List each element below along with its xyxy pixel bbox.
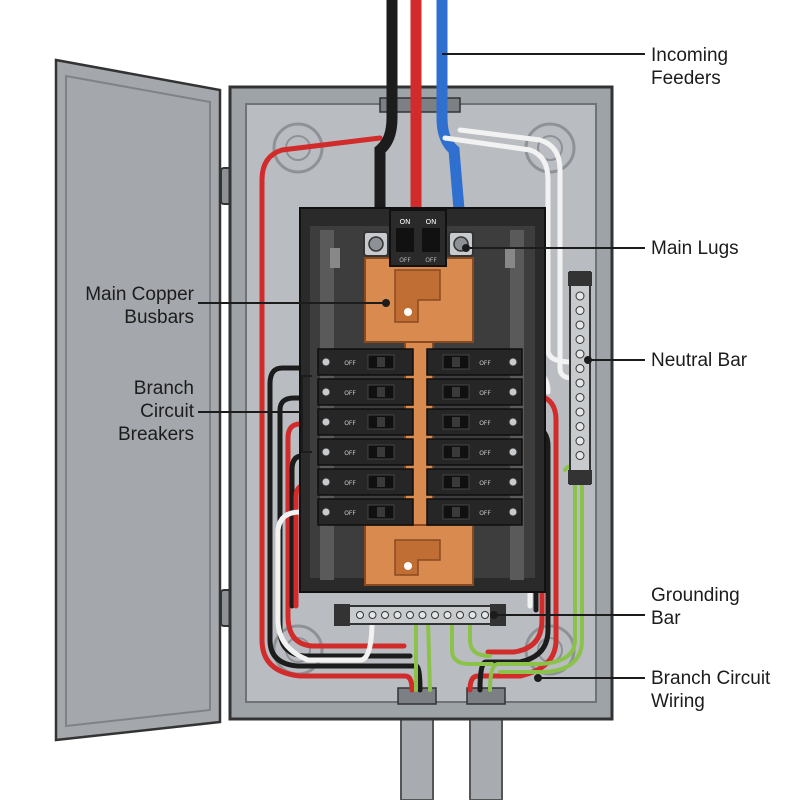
leader-lines (198, 53, 645, 682)
grounding-bar-screw (431, 611, 439, 619)
label-grounding-bar-line-1: Grounding (651, 585, 740, 606)
label-branch-circuit-breakers-line-1: Branch (133, 378, 194, 399)
main-breaker: ON ON OFF OFF (389, 209, 447, 267)
main-breaker-on-label-left: ON (400, 218, 411, 226)
neutral-bar-screw (575, 378, 585, 388)
neutral-bar-screw (575, 291, 585, 301)
label-main-lugs: Main Lugs (651, 237, 739, 260)
grounding-bar-screw (356, 611, 364, 619)
label-main-copper-busbars: Main Copper Busbars (60, 283, 194, 329)
label-grounding-bar-line-2: Bar (651, 608, 681, 629)
label-main-copper-busbars-line-2: Busbars (124, 307, 194, 328)
branch-breaker[interactable]: OFF (317, 498, 414, 526)
grounding-bar (334, 604, 506, 626)
neutral-bar-screw (575, 320, 585, 330)
branch-breaker[interactable]: OFF (426, 408, 523, 436)
branch-breaker[interactable]: OFF (317, 408, 414, 436)
branch-breakers-bracket (301, 375, 312, 453)
branch-breaker-off-label: OFF (479, 390, 491, 397)
branch-breaker-off-label: OFF (344, 480, 356, 487)
label-main-lugs-line-1: Main Lugs (651, 238, 739, 259)
branch-breaker[interactable]: OFF (426, 468, 523, 496)
main-breaker-on-label-right: ON (426, 218, 437, 226)
branch-breaker[interactable]: OFF (426, 378, 523, 406)
neutral-bar-screw (575, 393, 585, 402)
branch-breaker-off-label: OFF (344, 510, 356, 517)
label-branch-circuit-breakers: Branch Circuit Breakers (80, 377, 194, 446)
branch-breaker-off-label: OFF (344, 450, 356, 457)
main-breaker-off-label-left: OFF (399, 257, 411, 264)
grounding-bar-screw (456, 611, 464, 619)
neutral-bar-screw (575, 335, 585, 344)
branch-breaker[interactable]: OFF (317, 378, 414, 406)
branch-breaker-off-label: OFF (479, 510, 491, 517)
branch-breaker-off-label: OFF (479, 450, 491, 457)
label-branch-circuit-breakers-line-2: Circuit (140, 401, 194, 422)
main-breaker-off-label-right: OFF (425, 257, 437, 264)
grounding-bar-screw (406, 611, 414, 619)
label-branch-circuit-wiring-line-2: Wiring (651, 691, 705, 712)
grounding-bar-screws (356, 611, 489, 619)
grounding-bar-screw (418, 611, 427, 619)
label-grounding-bar: Grounding Bar (651, 584, 740, 630)
neutral-bar-screw (575, 349, 585, 359)
branch-breaker-off-label: OFF (479, 480, 491, 487)
grounding-bar-screw (481, 611, 489, 619)
branch-breaker[interactable]: OFF (317, 468, 414, 496)
label-incoming-feeders: Incoming Feeders (651, 44, 728, 90)
branch-breaker-off-label: OFF (479, 360, 491, 367)
label-main-copper-busbars-line-1: Main Copper (85, 284, 194, 305)
label-branch-circuit-wiring: Branch Circuit Wiring (651, 667, 770, 713)
neutral-bar-screws (575, 291, 585, 460)
branch-circuit-breakers: OFF OFF OFF OFF OFF OFF OFF OFF OFF OFF OFF OFF (317, 348, 523, 526)
grounding-bar-screw (368, 611, 377, 619)
branch-breaker-off-label: OFF (344, 360, 356, 367)
branch-breaker[interactable]: OFF (426, 498, 523, 526)
branch-breaker[interactable]: OFF (426, 348, 523, 376)
label-branch-circuit-wiring-line-1: Branch Circuit (651, 668, 771, 689)
branch-breaker[interactable]: OFF (317, 438, 414, 466)
branch-breaker-off-label: OFF (344, 420, 356, 427)
label-neutral-bar: Neutral Bar (651, 349, 747, 372)
neutral-bar-screw (575, 364, 585, 373)
branch-breaker-off-label: OFF (344, 390, 356, 397)
neutral-bar-screw (575, 451, 585, 460)
branch-breaker-off-label: OFF (479, 420, 491, 427)
label-incoming-feeders-line-1: Incoming (651, 45, 729, 66)
neutral-bar (568, 271, 592, 485)
label-branch-circuit-breakers-line-3: Breakers (117, 424, 194, 445)
label-neutral-bar-line-1: Neutral Bar (651, 350, 748, 371)
grounding-bar-screw (468, 611, 477, 619)
neutral-bar-screw (575, 306, 585, 315)
neutral-bar-screw (575, 436, 585, 446)
grounding-bar-screw (393, 611, 402, 619)
neutral-bar-screw (575, 407, 585, 417)
branch-breaker[interactable]: OFF (426, 438, 523, 466)
branch-breaker[interactable]: OFF (317, 348, 414, 376)
grounding-bar-screw (381, 611, 389, 619)
grounding-bar-screw (443, 611, 452, 619)
label-incoming-feeders-line-2: Feeders (651, 68, 721, 89)
neutral-bar-screw (575, 422, 585, 431)
